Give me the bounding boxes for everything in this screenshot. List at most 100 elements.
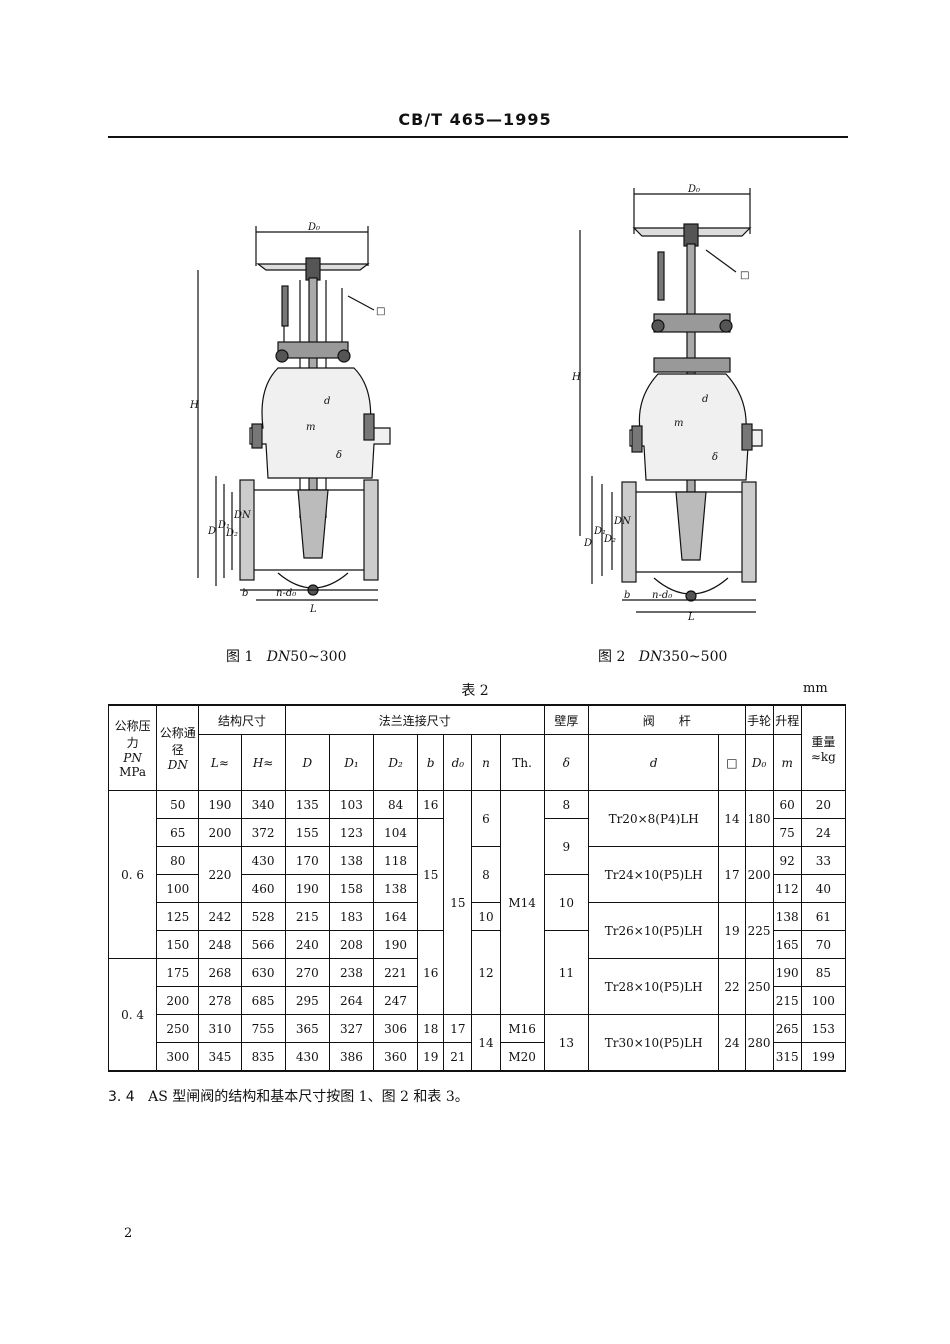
label-height: H: [571, 372, 581, 383]
kg-cell: 61: [800, 902, 847, 931]
label-bore: DN: [233, 510, 252, 521]
L-cell: 345: [198, 1042, 242, 1072]
table-header-row-2: L≈ H≈ D D₁ D₂ b d₀ n Th. δ d □ D₀ m: [109, 734, 846, 791]
H-cell: 372: [240, 818, 286, 847]
D-cell: 295: [284, 986, 330, 1015]
n-cell: 8: [471, 846, 501, 903]
col-wheel: 手轮: [744, 704, 774, 735]
table-row: 0. 6 50 190 340 135 103 84 16 15 6 M14 8…: [107, 790, 847, 1015]
D2-cell: 221: [373, 958, 419, 987]
kg-cell: 24: [800, 818, 847, 847]
col-D: D: [284, 734, 330, 791]
D1-cell: 208: [328, 930, 375, 959]
kg-cell: 100: [800, 986, 847, 1015]
label-bolts: n-d₀: [276, 588, 296, 599]
figure-1-caption-range: 50~300: [290, 649, 347, 665]
col-weight: 重量≈kg: [800, 704, 847, 791]
table-row: 0. 4 175 268 630 270 238 221 Tr28×10(P5)…: [107, 958, 847, 1072]
label-height: H: [189, 400, 199, 411]
col-D0: D₀: [744, 734, 774, 791]
figure-2-gate-valve-drawing: D₀ □ H d m δ D D₁ D₂ DN b n-d₀ L: [570, 180, 780, 620]
stem-d-cell: Tr26×10(P5)LH: [587, 902, 720, 959]
d0-cell: 15: [443, 790, 473, 1015]
header-rule: [108, 136, 848, 138]
D-cell: 240: [284, 930, 330, 959]
D-cell: 215: [284, 902, 330, 931]
H-cell: 835: [240, 1042, 286, 1072]
table-unit: mm: [803, 681, 828, 696]
d0-cell: 21: [443, 1042, 473, 1072]
label-square: □: [740, 270, 749, 281]
D1-cell: 264: [328, 986, 375, 1015]
label-flange-D1: D₁: [217, 520, 230, 531]
label-bolts: n-d₀: [652, 590, 672, 601]
figure-1-gate-valve-drawing: D₀ □ H d m δ D D₁ D₂ DN b n-d₀ L: [188, 218, 398, 618]
col-d: d: [587, 734, 720, 791]
m-cell: 315: [772, 1042, 802, 1072]
m-cell: 75: [772, 818, 802, 847]
H-cell: 685: [240, 986, 286, 1015]
dn-cell: 80: [156, 846, 200, 875]
col-H: H≈: [240, 734, 286, 791]
stem-d-cell: Tr28×10(P5)LH: [587, 958, 720, 1015]
stem-d-cell: Tr20×8(P4)LH: [587, 790, 720, 847]
dn-cell: 200: [156, 986, 200, 1015]
table-row: 65 200 372 155 123 104 15 9 75 24: [109, 818, 847, 931]
stem-sq-cell: 17: [718, 846, 746, 903]
m-cell: 92: [772, 846, 802, 875]
col-n: n: [471, 734, 501, 791]
dn-cell: 125: [156, 902, 200, 931]
D-cell: 270: [284, 958, 330, 987]
H-cell: 528: [240, 902, 286, 931]
stem-D0-cell: 250: [744, 958, 774, 1015]
D-cell: 430: [284, 1042, 330, 1072]
figure-1-caption-dn: DN: [266, 649, 291, 665]
L-cell: 268: [198, 958, 242, 987]
D2-cell: 164: [373, 902, 419, 931]
D1-cell: 138: [328, 846, 375, 875]
H-cell: 430: [240, 846, 286, 875]
dn-cell: 300: [156, 1042, 200, 1072]
label-flange-D2: D₂: [603, 534, 616, 545]
table-title: 表 2: [461, 683, 489, 699]
L-cell: 310: [198, 1014, 242, 1043]
label-handwheel: D₀: [687, 184, 700, 195]
kg-cell: 20: [800, 790, 847, 819]
D2-cell: 360: [373, 1042, 419, 1072]
dn-cell: 250: [156, 1014, 200, 1043]
delta-cell: 10: [543, 874, 589, 931]
label-thick: b: [624, 590, 630, 601]
m-cell: 165: [772, 930, 802, 959]
col-D2: D₂: [373, 734, 419, 791]
col-L: L≈: [198, 734, 242, 791]
pn-cell: 0. 4: [107, 958, 158, 1072]
col-flange: 法兰连接尺寸: [284, 704, 545, 735]
H-cell: 566: [240, 930, 286, 959]
D2-cell: 118: [373, 846, 419, 875]
D1-cell: 158: [328, 874, 375, 903]
dn-cell: 100: [156, 874, 200, 903]
kg-cell: 40: [800, 874, 847, 903]
page-number: 2: [124, 1226, 133, 1241]
D2-cell: 190: [373, 930, 419, 959]
clause-number: 3. 4: [108, 1089, 135, 1105]
L-cell: 278: [198, 986, 242, 1015]
D1-cell: 386: [328, 1042, 375, 1072]
L-cell: 200: [198, 818, 242, 847]
pn-cell: 0. 6: [107, 790, 158, 959]
col-D1: D₁: [328, 734, 375, 791]
th-cell: M14: [499, 790, 545, 1015]
D-cell: 365: [284, 1014, 330, 1043]
figure-2-caption: 图 2 DN350~500: [598, 646, 727, 666]
label-length: L: [309, 604, 317, 615]
table-row: 200 278 685 295 264 247 215 100: [109, 986, 847, 1015]
label-stem: d: [702, 394, 708, 405]
kg-cell: 33: [800, 846, 847, 875]
valve-drawing-1: D₀ □ H d m δ D D₁ D₂ DN b n-d₀ L: [189, 222, 391, 615]
label-m: m: [674, 418, 683, 429]
stem-sq-cell: 22: [718, 958, 746, 1015]
D-cell: 135: [284, 790, 330, 819]
clause-text: AS 型闸阀的结构和基本尺寸按图 1、图 2 和表 3。: [148, 1089, 469, 1105]
H-cell: 755: [240, 1014, 286, 1043]
